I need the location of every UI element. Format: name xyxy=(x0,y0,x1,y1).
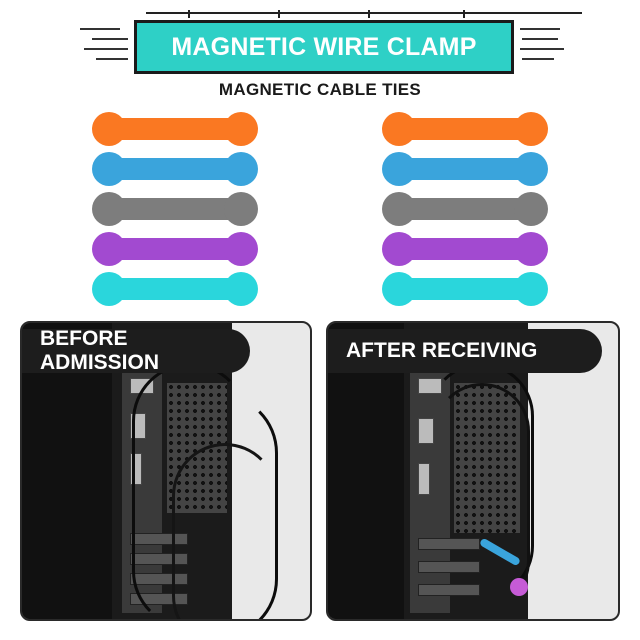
after-panel: AFTER RECEIVING xyxy=(326,321,620,621)
usb-port xyxy=(418,418,434,444)
tie-magnet-end xyxy=(514,192,548,226)
tie-strap xyxy=(106,158,244,180)
loose-cable xyxy=(172,443,278,619)
subtitle: MAGNETIC CABLE TIES xyxy=(218,80,422,99)
tie-strap xyxy=(396,278,534,300)
cable-tie xyxy=(92,152,258,186)
dash-line xyxy=(84,48,128,50)
tie-strap xyxy=(396,118,534,140)
tie-strap xyxy=(106,238,244,260)
cable-tie xyxy=(382,192,548,226)
dash-line xyxy=(96,58,128,60)
tie-magnet-end xyxy=(514,152,548,186)
tie-magnet-end xyxy=(224,112,258,146)
tie-strap xyxy=(396,238,534,260)
dash-line xyxy=(522,38,558,40)
purple-cable-tie xyxy=(510,578,528,596)
tie-magnet-end xyxy=(514,272,548,306)
cable-tie xyxy=(382,152,548,186)
tie-strap xyxy=(106,118,244,140)
tie-magnet-end xyxy=(514,112,548,146)
tie-magnet-end xyxy=(224,232,258,266)
loose-cable xyxy=(152,393,278,619)
dash-line xyxy=(520,48,564,50)
tie-magnet-end xyxy=(224,192,258,226)
dash-line xyxy=(522,58,554,60)
vga-port xyxy=(418,463,430,495)
tie-magnet-end xyxy=(224,152,258,186)
before-panel: BEFORE ADMISSION xyxy=(20,321,312,621)
dash-line xyxy=(80,28,120,30)
bundled-cable xyxy=(434,383,530,609)
page-title: MAGNETIC WIRE CLAMP xyxy=(134,20,514,74)
banner-tick xyxy=(368,10,370,18)
tie-strap xyxy=(106,198,244,220)
cable-tie xyxy=(382,112,548,146)
cable-tie xyxy=(92,232,258,266)
banner-top-line xyxy=(146,12,582,14)
before-label: BEFORE ADMISSION xyxy=(22,327,250,374)
cable-tie xyxy=(92,272,258,306)
tie-magnet-end xyxy=(224,272,258,306)
dash-line xyxy=(92,38,128,40)
after-label: AFTER RECEIVING xyxy=(328,329,602,373)
tie-strap xyxy=(106,278,244,300)
cable-tie xyxy=(382,232,548,266)
tie-magnet-end xyxy=(514,232,548,266)
banner-tick xyxy=(188,10,190,18)
cable-tie xyxy=(92,192,258,226)
tie-strap xyxy=(396,198,534,220)
cable-tie xyxy=(92,112,258,146)
dash-line xyxy=(520,28,560,30)
header-banner: MAGNETIC WIRE CLAMP xyxy=(78,10,582,74)
tie-strap xyxy=(396,158,534,180)
cable-tie xyxy=(382,272,548,306)
banner-tick xyxy=(278,10,280,18)
banner-tick xyxy=(463,10,465,18)
